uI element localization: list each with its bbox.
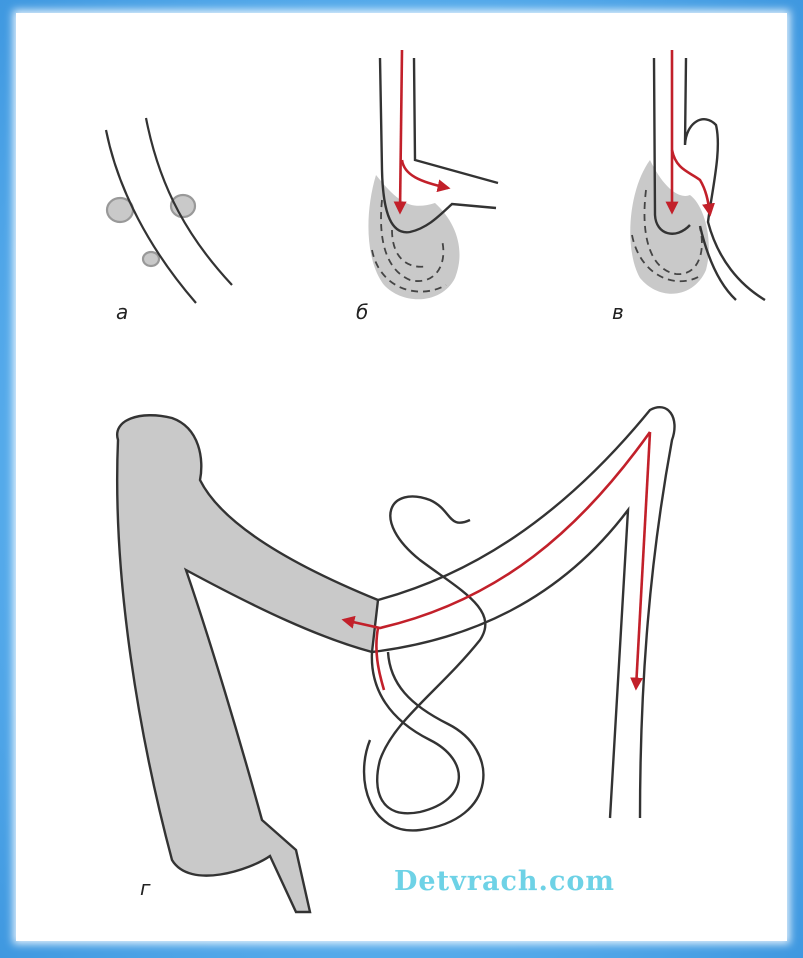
branch-lower-wall (372, 510, 628, 818)
large-vessel-shading (117, 415, 378, 912)
figure-v (630, 50, 765, 300)
figure-g (117, 407, 674, 912)
branch-upper-wall (378, 407, 675, 818)
figure-b (368, 50, 498, 299)
sac-shading-v (630, 160, 709, 294)
label-g: г (140, 876, 151, 900)
label-a: а (116, 300, 128, 324)
figure-a (106, 118, 232, 303)
diverticulum-small (143, 252, 159, 266)
watermark-text: Detvrach.com (394, 866, 615, 897)
label-v: в (612, 300, 624, 324)
label-b: б (356, 300, 368, 324)
